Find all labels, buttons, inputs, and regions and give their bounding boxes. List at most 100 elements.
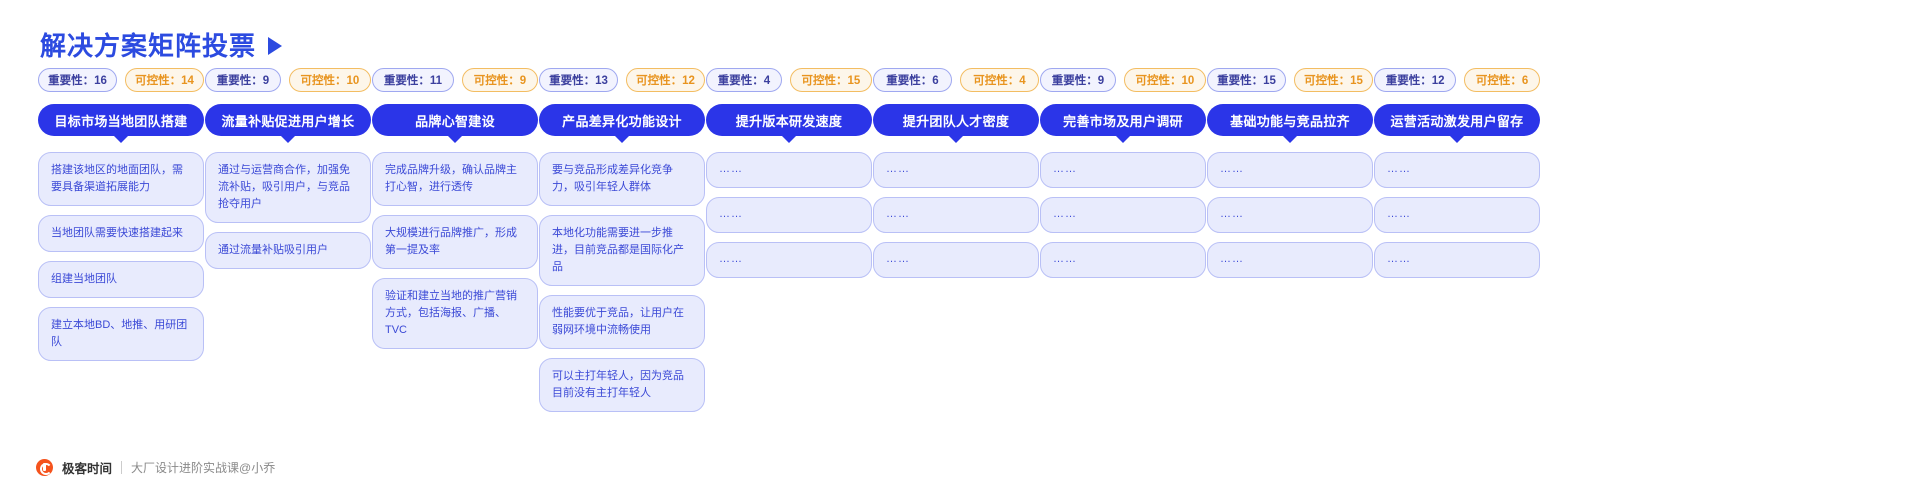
score-badge-row: 重要性：12 可控性：6 (1374, 68, 1541, 92)
controllability-badge[interactable]: 可控性：10 (1123, 68, 1207, 92)
matrix-column: 重要性：15 可控性：15 基础功能与竞品拉齐 …… …… …… (1207, 68, 1373, 279)
score-badge-row: 重要性：16 可控性：14 (38, 68, 204, 92)
page-title: 解决方案矩阵投票 (40, 31, 257, 61)
importance-badge[interactable]: 重要性：6 (873, 68, 952, 92)
idea-card[interactable]: …… (1207, 197, 1373, 234)
idea-card[interactable]: 完成品牌升级，确认品牌主打心智，进行透传 (372, 152, 538, 207)
footer-subtitle: 大厂设计进阶实战课@小乔 (131, 461, 276, 475)
page-title-row: 解决方案矩阵投票 (40, 26, 283, 63)
controllability-badge[interactable]: 可控性：14 (125, 68, 204, 92)
geekbang-logo-icon (36, 459, 53, 476)
score-badge-row: 重要性：15 可控性：15 (1207, 68, 1373, 92)
controllability-badge[interactable]: 可控性：4 (960, 68, 1039, 92)
footer-brand: 极客时间 (62, 462, 113, 476)
importance-badge[interactable]: 重要性：16 (38, 68, 117, 92)
matrix-column: 重要性：16 可控性：14 目标市场当地团队搭建搭建该地区的地面团队，需要具备渠道拓… (38, 68, 204, 362)
importance-badge[interactable]: 重要性：13 (539, 68, 618, 92)
footer: 极客时间 大厂设计进阶实战课@小乔 (36, 458, 275, 477)
matrix-column: 重要性：6 可控性：4 提升团队人才密度 …… …… …… (873, 68, 1039, 279)
idea-card[interactable]: …… (1374, 197, 1540, 234)
idea-card[interactable]: …… (873, 242, 1039, 279)
header-pointer-icon (614, 135, 630, 143)
card-list: 搭建该地区的地面团队，需要具备渠道拓展能力当地团队需要快速搭建起来组建当地团队建… (38, 152, 204, 362)
column-header[interactable]: 产品差异化功能设计 (539, 104, 705, 143)
column-header-label: 品牌心智建设 (372, 104, 538, 136)
column-header[interactable]: 品牌心智建设 (372, 104, 538, 143)
idea-card[interactable]: 组建当地团队 (38, 261, 204, 299)
idea-card[interactable]: …… (1374, 242, 1540, 279)
importance-badge[interactable]: 重要性：4 (706, 68, 782, 92)
matrix-column: 重要性：11 可控性：9 品牌心智建设完成品牌升级，确认品牌主打心智，进行透传大规模… (372, 68, 539, 350)
importance-badge[interactable]: 重要性：15 (1207, 68, 1286, 92)
idea-card[interactable]: 可以主打年轻人，因为竞品目前没有主打年轻人 (539, 358, 705, 413)
column-header-label: 运营活动激发用户留存 (1374, 104, 1540, 136)
header-pointer-icon (781, 135, 797, 143)
idea-card[interactable]: …… (706, 197, 872, 234)
column-header-label: 提升团队人才密度 (873, 104, 1039, 136)
importance-badge[interactable]: 重要性：11 (372, 68, 454, 92)
idea-card[interactable]: 通过流量补贴吸引用户 (205, 232, 371, 270)
idea-card[interactable]: …… (1040, 152, 1206, 189)
idea-card[interactable]: …… (873, 197, 1039, 234)
header-pointer-icon (113, 135, 129, 143)
column-header-label: 产品差异化功能设计 (539, 104, 705, 136)
idea-card[interactable]: …… (1374, 152, 1540, 189)
column-header[interactable]: 完善市场及用户调研 (1040, 104, 1206, 143)
importance-badge[interactable]: 重要性：9 (205, 68, 281, 92)
idea-card[interactable]: …… (1040, 242, 1206, 279)
header-pointer-icon (1115, 135, 1131, 143)
column-header-label: 目标市场当地团队搭建 (38, 104, 204, 136)
idea-card[interactable]: …… (873, 152, 1039, 189)
footer-divider (121, 461, 123, 474)
idea-card[interactable]: …… (1040, 197, 1206, 234)
header-pointer-icon (1282, 135, 1298, 143)
matrix-column: 重要性：4 可控性：15 提升版本研发速度 …… …… …… (706, 68, 873, 279)
idea-card[interactable]: 建立本地BD、地推、用研团队 (38, 307, 204, 362)
idea-card[interactable]: …… (1207, 242, 1373, 279)
card-list: …… …… …… (1374, 152, 1540, 279)
play-triangle-icon[interactable] (268, 37, 283, 55)
controllability-badge[interactable]: 可控性：12 (626, 68, 705, 92)
column-header[interactable]: 流量补贴促进用户增长 (205, 104, 371, 143)
idea-card[interactable]: 要与竞品形成差异化竞争力，吸引年轻人群体 (539, 152, 705, 207)
importance-badge[interactable]: 重要性：9 (1040, 68, 1116, 92)
controllability-badge[interactable]: 可控性：15 (789, 68, 873, 92)
card-list: …… …… …… (1207, 152, 1373, 279)
score-badge-row: 重要性：9 可控性：10 (205, 68, 372, 92)
controllability-badge[interactable]: 可控性：10 (288, 68, 372, 92)
idea-card[interactable]: 本地化功能需要进一步推进，目前竞品都是国际化产品 (539, 215, 705, 287)
column-header[interactable]: 提升团队人才密度 (873, 104, 1039, 143)
column-header[interactable]: 运营活动激发用户留存 (1374, 104, 1540, 143)
idea-card[interactable]: …… (706, 242, 872, 279)
header-pointer-icon (447, 135, 463, 143)
score-badge-row: 重要性：6 可控性：4 (873, 68, 1039, 92)
idea-card[interactable]: 大规模进行品牌推广，形成第一提及率 (372, 215, 538, 270)
controllability-badge[interactable]: 可控性：15 (1294, 68, 1373, 92)
column-header[interactable]: 目标市场当地团队搭建 (38, 104, 204, 143)
header-pointer-icon (1449, 135, 1465, 143)
score-badge-row: 重要性：11 可控性：9 (372, 68, 539, 92)
importance-badge[interactable]: 重要性：12 (1374, 68, 1457, 92)
header-pointer-icon (280, 135, 296, 143)
card-list: …… …… …… (706, 152, 872, 279)
controllability-badge[interactable]: 可控性：6 (1464, 68, 1541, 92)
idea-card[interactable]: 性能要优于竞品，让用户在弱网环境中流畅使用 (539, 295, 705, 350)
card-list: 要与竞品形成差异化竞争力，吸引年轻人群体本地化功能需要进一步推进，目前竞品都是国… (539, 152, 705, 413)
idea-card[interactable]: 搭建该地区的地面团队，需要具备渠道拓展能力 (38, 152, 204, 207)
score-badge-row: 重要性：9 可控性：10 (1040, 68, 1207, 92)
idea-card[interactable]: …… (1207, 152, 1373, 189)
idea-card[interactable]: 当地团队需要快速搭建起来 (38, 215, 204, 253)
score-badge-row: 重要性：13 可控性：12 (539, 68, 705, 92)
controllability-badge[interactable]: 可控性：9 (461, 68, 539, 92)
column-header[interactable]: 提升版本研发速度 (706, 104, 872, 143)
matrix-column: 重要性：9 可控性：10 完善市场及用户调研 …… …… …… (1040, 68, 1207, 279)
idea-card[interactable]: 验证和建立当地的推广营销方式，包括海报、广播、TVC (372, 278, 538, 350)
matrix-column: 重要性：12 可控性：6 运营活动激发用户留存 …… …… …… (1374, 68, 1541, 279)
score-badge-row: 重要性：4 可控性：15 (706, 68, 873, 92)
column-header[interactable]: 基础功能与竞品拉齐 (1207, 104, 1373, 143)
idea-card[interactable]: …… (706, 152, 872, 189)
column-header-label: 基础功能与竞品拉齐 (1207, 104, 1373, 136)
matrix-column: 重要性：13 可控性：12 产品差异化功能设计要与竞品形成差异化竞争力，吸引年轻人群… (539, 68, 705, 413)
card-list: 通过与运营商合作，加强免流补贴，吸引用户，与竞品抢夺用户通过流量补贴吸引用户 (205, 152, 371, 270)
idea-card[interactable]: 通过与运营商合作，加强免流补贴，吸引用户，与竞品抢夺用户 (205, 152, 371, 224)
